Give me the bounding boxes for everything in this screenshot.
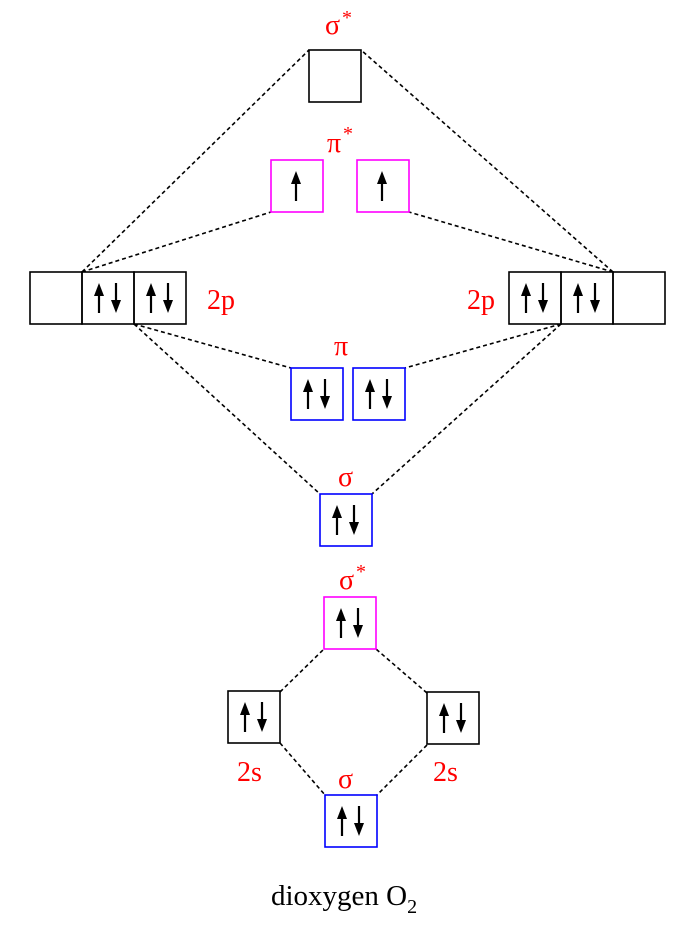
spin-up-arrow-icon	[365, 379, 375, 409]
spin-up-arrow-icon	[439, 703, 449, 733]
orbital-box-right-2p	[508, 271, 562, 325]
label-left-2p: 2p	[207, 285, 235, 316]
orbital-box-pi	[290, 367, 344, 421]
orbital-box-left-2s	[227, 690, 281, 744]
spin-down-arrow-icon	[354, 806, 364, 836]
spin-down-arrow-icon	[382, 379, 392, 409]
label-sigma-star-2p: σ	[325, 10, 340, 41]
correlation-line	[371, 323, 562, 495]
orbital-box-left-2p	[133, 271, 187, 325]
spin-up-arrow-icon	[336, 608, 346, 638]
label-pi: π	[334, 331, 348, 362]
spin-down-arrow-icon	[111, 283, 121, 313]
orbital-box-sigma-star-2p	[308, 49, 362, 103]
orbital-box-right-2s	[426, 691, 480, 745]
spin-up-arrow-icon	[146, 283, 156, 313]
caption-text: dioxygen O	[271, 880, 407, 912]
correlation-line	[133, 323, 292, 369]
orbital-box-left-2p	[29, 271, 83, 325]
orbital-box-right-2p	[612, 271, 666, 325]
correlation-line	[279, 648, 325, 693]
spin-up-arrow-icon	[332, 505, 342, 535]
spin-down-arrow-icon	[349, 505, 359, 535]
correlation-line	[360, 49, 614, 273]
correlation-line	[375, 648, 428, 694]
spin-down-arrow-icon	[163, 283, 173, 313]
correlation-line	[81, 49, 310, 273]
label-right-2s: 2s	[433, 757, 458, 788]
label-left-2s: 2s	[237, 757, 262, 788]
orbital-box-pi	[352, 367, 406, 421]
spin-up-arrow-icon	[291, 171, 301, 201]
label-right-2p: 2p	[467, 285, 495, 316]
orbital-box-sigma-star-2s	[323, 596, 377, 650]
orbital-box-sigma-2s	[324, 794, 378, 848]
correlation-line	[81, 211, 272, 273]
spin-up-arrow-icon	[573, 283, 583, 313]
orbital-box-sigma-2p	[319, 493, 373, 547]
spin-down-arrow-icon	[353, 608, 363, 638]
correlation-line	[376, 744, 428, 796]
spin-up-arrow-icon	[521, 283, 531, 313]
correlation-line	[404, 323, 562, 369]
label-star: *	[343, 123, 353, 145]
label-star: *	[356, 561, 366, 583]
label-sigma-2p: σ	[338, 462, 353, 493]
spin-down-arrow-icon	[257, 702, 267, 732]
orbital-box-right-2p	[560, 271, 614, 325]
spin-down-arrow-icon	[320, 379, 330, 409]
label-star: *	[342, 7, 352, 29]
caption-subscript: 2	[407, 896, 417, 918]
orbital-box-left-2p	[81, 271, 135, 325]
orbital-box-pi-star	[356, 159, 410, 213]
correlation-line	[408, 211, 614, 273]
correlation-lines	[81, 49, 614, 796]
label-pi-star: π	[327, 128, 341, 159]
label-sigma-2s: σ	[338, 764, 353, 795]
spin-down-arrow-icon	[456, 703, 466, 733]
spin-up-arrow-icon	[377, 171, 387, 201]
spin-up-arrow-icon	[240, 702, 250, 732]
caption: dioxygen O2	[271, 880, 417, 918]
spin-up-arrow-icon	[303, 379, 313, 409]
label-sigma-star-2s: σ	[339, 565, 354, 596]
orbital-box-pi-star	[270, 159, 324, 213]
spin-down-arrow-icon	[538, 283, 548, 313]
orbital-boxes	[29, 49, 666, 848]
spin-up-arrow-icon	[337, 806, 347, 836]
spin-up-arrow-icon	[94, 283, 104, 313]
correlation-line	[133, 323, 321, 495]
correlation-line	[279, 742, 326, 796]
spin-down-arrow-icon	[590, 283, 600, 313]
